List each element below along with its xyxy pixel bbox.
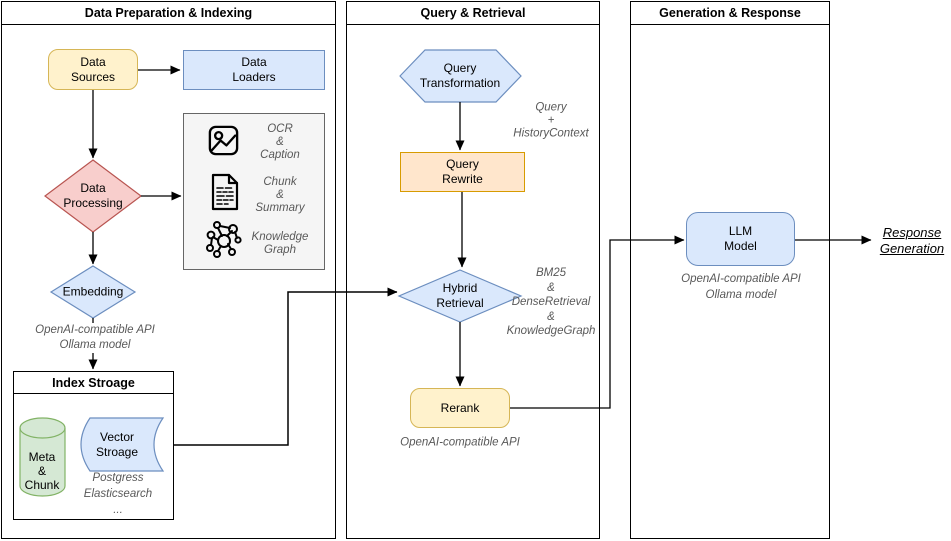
note-label-chunk-summary: Chunk & Summary: [255, 176, 305, 214]
index-storage-title: Index Stroage: [14, 372, 173, 394]
label-hybrid-retrieval: Hybrid Retrieval: [436, 281, 484, 310]
note-label-knowledge-graph: Knowledge Graph: [251, 231, 309, 256]
annotation-embedding-api: OpenAI-compatible API Ollama model: [32, 323, 158, 353]
document-icon: [208, 172, 242, 217]
image-icon: [206, 123, 241, 163]
node-rerank: Rerank: [410, 388, 510, 428]
annotation-hybrid-methods: BM25 & DenseRetrieval & KnowledgeGraph: [506, 266, 596, 337]
annotation-vector-storage-backends: Postgress Elasticsearch ...: [83, 472, 153, 516]
label-embedding: Embedding: [62, 284, 124, 299]
annotation-rerank-api: OpenAI-compatible API: [400, 436, 520, 449]
panel-title-generation-response: Generation & Response: [631, 2, 829, 25]
node-query-rewrite: Query Rewrite: [400, 152, 525, 192]
node-data-sources: Data Sources: [48, 49, 138, 90]
panel-title-query-retrieval: Query & Retrieval: [347, 2, 599, 25]
label-response-generation: Response Generation: [879, 225, 945, 256]
label-meta-chunk: Meta & Chunk: [24, 450, 60, 492]
note-label-ocr-caption: OCR & Caption: [260, 123, 300, 161]
node-data-loaders: Data Loaders: [183, 50, 325, 90]
label-vector-storage: Vector Stroage: [95, 430, 139, 459]
label-query-transformation: Query Transformation: [419, 61, 501, 90]
annotation-query-historycontext: Query + HistoryContext: [513, 101, 589, 140]
node-llm-model: LLM Model: [686, 212, 795, 266]
annotation-llm-api: OpenAI-compatible API Ollama model: [681, 273, 801, 301]
knowledge-graph-icon: [204, 219, 244, 264]
label-data-processing: Data Processing: [63, 181, 123, 210]
panel-title-data-preparation: Data Preparation & Indexing: [2, 2, 335, 25]
processing-notes-box: OCR & Caption Chunk & Summary: [183, 113, 325, 270]
